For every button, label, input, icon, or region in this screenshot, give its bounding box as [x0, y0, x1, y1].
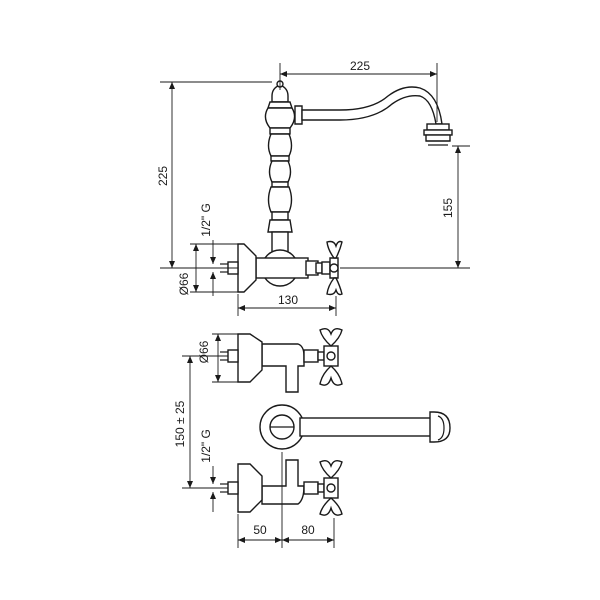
spout-front [299, 411, 451, 443]
cross-handle-bottom [319, 459, 343, 516]
front-elevation: Ø66 150 ± 25 1/2" G 50 80 [173, 327, 451, 548]
dim-offset-right: 80 [301, 523, 315, 537]
dim-diameter-bottom: Ø66 [197, 340, 211, 363]
escutcheon-top [220, 333, 263, 383]
spout [294, 86, 453, 146]
dim-overall-height: 225 [156, 166, 170, 186]
cross-handle-side [321, 240, 343, 296]
ornamental-column [264, 107, 296, 253]
dim-diameter-top: Ø66 [177, 272, 191, 295]
dim-thread-bottom: 1/2" G [199, 429, 213, 463]
escutcheon-bottom [220, 463, 263, 513]
side-elevation: 225 225 155 1/2" G Ø66 130 [156, 59, 470, 316]
valve-body [255, 249, 323, 287]
dim-center-distance: 150 ± 25 [173, 400, 187, 447]
upper-arm [261, 343, 325, 393]
center-valve [259, 404, 305, 450]
dimension-lines-side [160, 63, 470, 316]
lower-arm [261, 459, 325, 505]
dim-thread-top: 1/2" G [199, 203, 213, 237]
dimension-lines-front [182, 333, 335, 548]
dim-center-width: 130 [278, 293, 298, 307]
dim-spout-height: 155 [441, 198, 455, 218]
dim-offset-left: 50 [253, 523, 267, 537]
cross-handle-top [319, 327, 343, 386]
dim-spout-reach: 225 [350, 59, 370, 73]
